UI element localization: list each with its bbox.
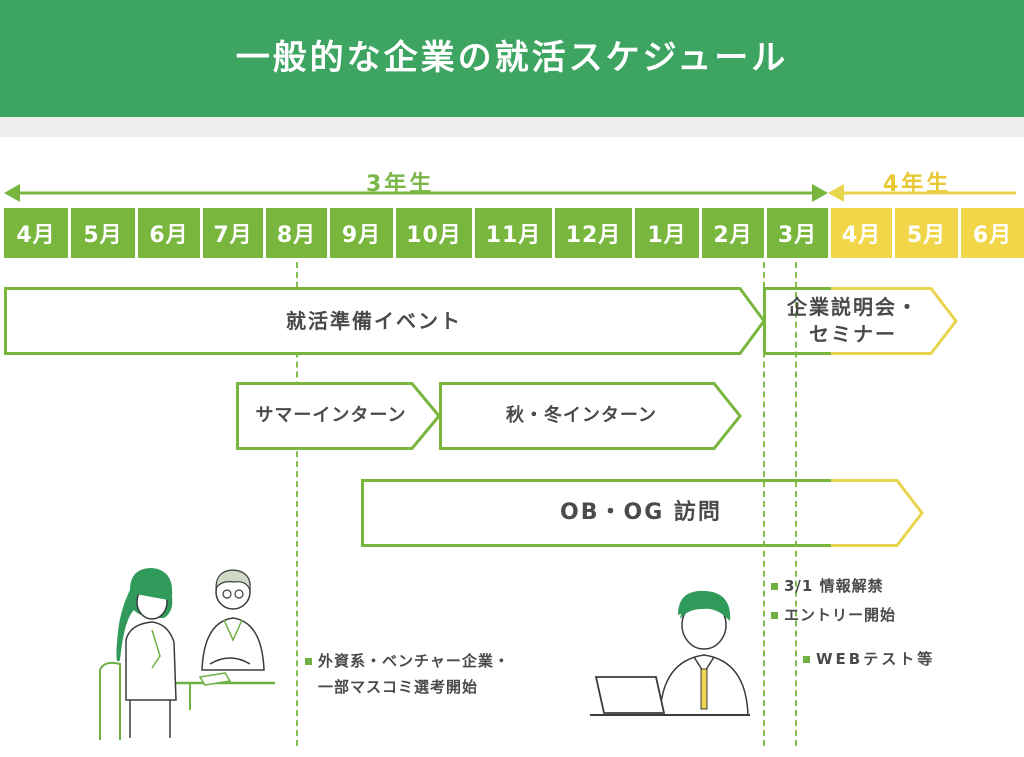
- month-cell: 6月: [138, 208, 200, 258]
- month-cell: 3月: [767, 208, 828, 258]
- month-cell: 4月: [831, 208, 892, 258]
- obog-visit-arrow: OB・OG 訪問: [361, 479, 925, 547]
- month-cell: 10月: [396, 208, 472, 258]
- year-3-arrow: [4, 184, 828, 202]
- year-4-arrow: [828, 184, 1016, 202]
- month-cell: 5月: [71, 208, 135, 258]
- march-start-guide-line: [763, 262, 765, 746]
- summer-intern-arrow: サマーインターン: [236, 382, 442, 450]
- march-mid-guide-line: [795, 262, 797, 746]
- august-guide-line: [296, 262, 298, 746]
- briefing-event-arrow: 企業説明会・セミナー: [763, 287, 959, 355]
- month-cell: 8月: [266, 208, 327, 258]
- autumn-winter-intern-label: 秋・冬インターン: [505, 404, 658, 426]
- month-cell: 6月: [961, 208, 1024, 258]
- note-bullet: [771, 583, 778, 590]
- foreign-selection-note: 外資系・ベンチャー企業・ 一部マスコミ選考開始: [305, 648, 510, 701]
- page-title: 一般的な企業の就活スケジュール: [235, 38, 789, 78]
- obog-visit-label: OB・OG 訪問: [560, 500, 722, 526]
- autumn-winter-intern-arrow: 秋・冬インターン: [439, 382, 743, 450]
- month-cell: 9月: [330, 208, 393, 258]
- note-bullet: [771, 612, 778, 620]
- month-cell: 5月: [895, 208, 958, 258]
- prep-event-arrow: 就活準備イベント: [4, 287, 766, 355]
- briefing-event-label: 企業説明会・セミナー: [787, 295, 919, 346]
- month-cell: 1月: [635, 208, 699, 258]
- month-cell: 7月: [203, 208, 263, 258]
- summer-intern-label: サマーインターン: [255, 404, 407, 426]
- header-banner: 一般的な企業の就活スケジュール: [0, 0, 1024, 117]
- month-cell: 12月: [555, 208, 632, 258]
- march-notes: 3/1 情報解禁 エントリー開始: [771, 573, 896, 629]
- month-cell: 4月: [4, 208, 68, 258]
- prep-event-label: 就活準備イベント: [286, 308, 462, 333]
- header-subband: [0, 117, 1024, 137]
- laptop-student-illustration: [590, 590, 750, 716]
- month-cell: 11月: [475, 208, 552, 258]
- note-bullet: [305, 658, 312, 665]
- month-cell: 2月: [702, 208, 764, 258]
- web-test-note: WEBテスト等: [803, 646, 935, 672]
- note-bullet: [803, 656, 810, 663]
- interview-illustration: [99, 568, 275, 740]
- year-range-arrows: [4, 184, 1016, 202]
